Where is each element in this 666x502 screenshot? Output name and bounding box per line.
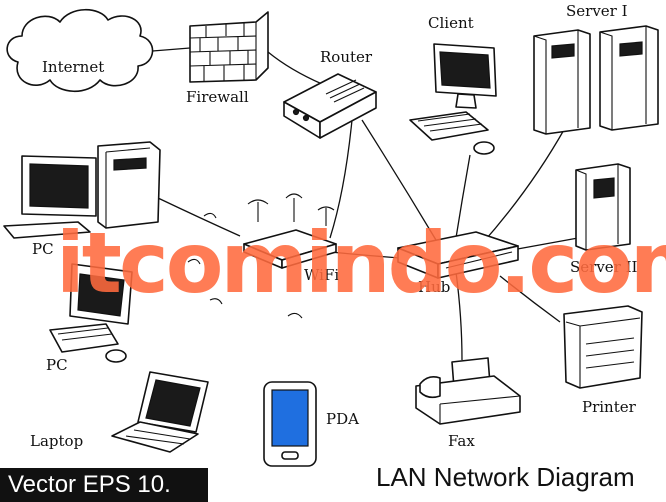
pc-top-icon: PC <box>3 141 161 258</box>
printer-label: Printer <box>582 398 637 416</box>
watermark-text: itcomindo.com <box>56 214 666 312</box>
wire-firewall-router <box>267 51 323 85</box>
hub-icon: Hub <box>397 231 519 296</box>
hub-label: Hub <box>418 278 450 296</box>
client-label: Client <box>428 14 474 32</box>
wire-server1-hub <box>479 127 566 247</box>
wire-fax-hub <box>455 271 463 361</box>
wifi-label: WiFi <box>304 266 339 284</box>
pda-icon: PDA <box>263 381 359 467</box>
router-icon: Router <box>283 48 377 139</box>
wire-router-hub-2 <box>361 119 437 241</box>
pc-top-label: PC <box>32 240 54 258</box>
firewall-label: Firewall <box>186 88 249 106</box>
server-1-label: Server I <box>566 2 628 20</box>
fax-label: Fax <box>448 432 475 450</box>
pda-label: PDA <box>326 410 359 428</box>
wire-printer-hub <box>499 275 561 323</box>
pc-bottom-label: PC <box>46 356 68 374</box>
pc-bottom-icon: PC <box>46 263 133 374</box>
firewall-icon: Firewall <box>186 11 269 106</box>
wire-pc-wifi <box>157 197 241 237</box>
footer-left-bar: Vector EPS 10. <box>0 468 208 502</box>
server-2-label: Server II <box>570 258 638 276</box>
client-computer-icon: Client <box>409 14 497 155</box>
footer-left-text: Vector EPS 10. <box>8 471 171 498</box>
laptop-icon: Laptop <box>30 371 209 453</box>
server-1-icon: Server I <box>533 2 659 135</box>
wire-router-hub <box>329 119 353 239</box>
internet-cloud-icon: Internet <box>6 9 154 92</box>
laptop-label: Laptop <box>30 432 83 450</box>
connection-lines <box>139 47 579 361</box>
internet-label: Internet <box>42 58 104 76</box>
printer-icon: Printer <box>563 305 643 416</box>
router-label: Router <box>320 48 373 66</box>
wire-client-hub <box>454 154 471 245</box>
diagram-title: LAN Network Diagram <box>376 462 635 492</box>
server-2-icon: Server II <box>570 163 638 276</box>
wifi-router-icon: WiFi <box>187 193 339 319</box>
fax-icon: Fax <box>415 357 521 450</box>
